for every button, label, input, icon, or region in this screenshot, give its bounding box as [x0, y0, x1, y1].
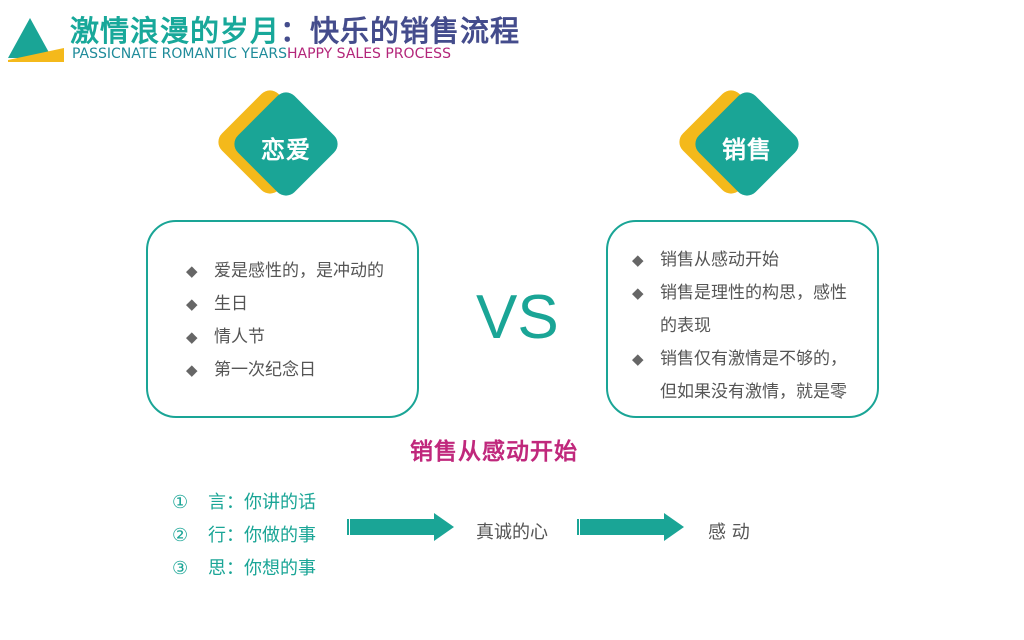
section-headline: 销售从感动开始: [410, 439, 578, 465]
step-item: ② 行：你做的事: [172, 519, 316, 552]
diamond-bullet-icon: ◆: [186, 361, 198, 379]
arrow-head: [664, 513, 684, 541]
list-item-text: 销售是理性的构思，感性: [660, 283, 847, 303]
arrow-right-icon: [576, 513, 686, 541]
subtitle-part-2: HAPPY SALES PROCESS: [286, 46, 451, 62]
flow-middle-text: 真诚的心: [476, 522, 548, 543]
subtitle-part-1: PASSICNATE ROMANTIC YEARS: [72, 46, 287, 62]
diamond-bullet-icon: ◆: [186, 262, 198, 280]
sales-list: ◆ 销售从感动开始 ◆ 销售是理性的构思，感性 的表现 ◆ 销售仅有激情是不够的， 但…: [628, 244, 877, 409]
list-item-text: 情人节: [214, 327, 265, 347]
list-item: ◆ 第一次纪念日: [182, 354, 417, 387]
step-text: 言：你讲的话: [208, 492, 316, 513]
list-item-text: 第一次纪念日: [214, 360, 316, 380]
step-item: ③ 思：你想的事: [172, 552, 316, 585]
list-item-continuation: 但如果没有激情，就是零: [628, 376, 877, 409]
love-label: 恋爱: [261, 136, 311, 164]
page-subtitle: PASSICNATE ROMANTIC YEARSHAPPY SALES PRO…: [72, 46, 451, 62]
arrow-shaft: [576, 519, 668, 535]
steps-list: ① 言：你讲的话 ② 行：你做的事 ③ 思：你想的事: [172, 486, 316, 585]
title-part-1: 激情浪漫的岁月: [70, 14, 281, 48]
step-text: 思：你想的事: [208, 558, 316, 579]
diamond-bullet-icon: ◆: [632, 251, 644, 269]
love-card: ◆ 爱是感性的，是冲动的 ◆ 生日 ◆ 情人节 ◆ 第一次纪念日: [146, 220, 419, 418]
flow-end-text: 感 动: [708, 522, 750, 543]
step-number: ③: [172, 558, 189, 579]
list-item: ◆ 情人节: [182, 321, 417, 354]
diamond-bullet-icon: ◆: [186, 328, 198, 346]
list-item: ◆ 销售从感动开始: [628, 244, 877, 277]
sales-label: 销售: [722, 136, 772, 164]
page-title: 激情浪漫的岁月：快乐的销售流程: [70, 8, 520, 50]
arrow-shaft: [346, 519, 438, 535]
step-text: 行：你做的事: [208, 525, 316, 546]
list-item-text: 销售仅有激情是不够的，: [660, 349, 847, 369]
arrow-head: [434, 513, 454, 541]
list-item-text: 销售从感动开始: [660, 250, 779, 270]
list-item: ◆ 爱是感性的，是冲动的: [182, 255, 417, 288]
list-item-text: 生日: [214, 294, 248, 314]
logo-triangle-icon: [8, 18, 64, 62]
vs-text: VS: [476, 283, 559, 352]
step-item: ① 言：你讲的话: [172, 486, 316, 519]
title-part-2: ：快乐的销售流程: [280, 14, 521, 48]
diamond-bullet-icon: ◆: [186, 295, 198, 313]
list-item: ◆ 生日: [182, 288, 417, 321]
diamond-bullet-icon: ◆: [632, 284, 644, 302]
list-item: ◆ 销售仅有激情是不够的，: [628, 343, 877, 376]
love-diamond-badge: 恋爱: [213, 85, 346, 212]
sales-card: ◆ 销售从感动开始 ◆ 销售是理性的构思，感性 的表现 ◆ 销售仅有激情是不够的， 但…: [606, 220, 879, 418]
list-item-text: 爱是感性的，是冲动的: [214, 261, 384, 281]
list-item-text: 但如果没有激情，就是零: [660, 382, 847, 402]
list-item-continuation: 的表现: [628, 310, 877, 343]
list-item-text: 的表现: [660, 316, 711, 336]
sales-diamond-badge: 销售: [674, 85, 807, 212]
step-number: ①: [172, 492, 189, 513]
arrow-right-icon: [346, 513, 456, 541]
love-list: ◆ 爱是感性的，是冲动的 ◆ 生日 ◆ 情人节 ◆ 第一次纪念日: [182, 255, 417, 387]
list-item: ◆ 销售是理性的构思，感性: [628, 277, 877, 310]
diamond-bullet-icon: ◆: [632, 350, 644, 368]
step-number: ②: [172, 525, 189, 546]
